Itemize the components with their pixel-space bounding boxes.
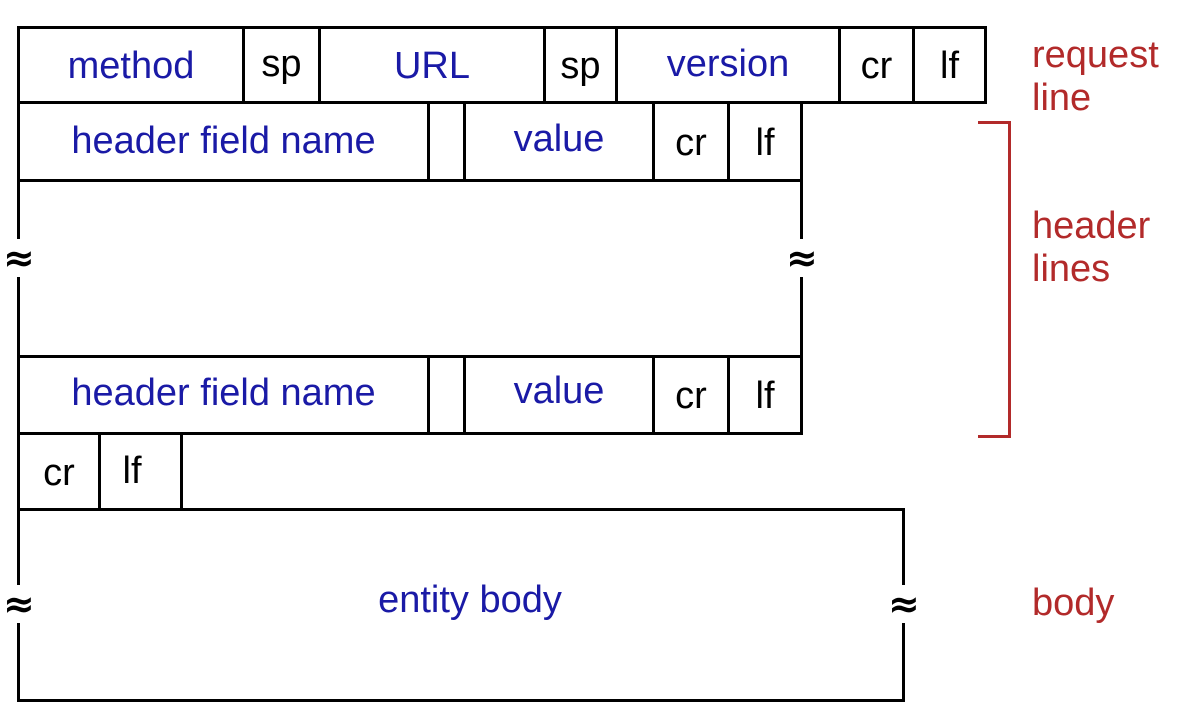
header-value: value xyxy=(513,370,605,412)
divider xyxy=(727,101,730,182)
header-field-name: header field name xyxy=(71,372,376,414)
url-field: URL xyxy=(393,45,471,87)
header-field-name: header field name xyxy=(71,119,376,162)
header-line-row xyxy=(17,355,803,435)
sp-field: sp xyxy=(560,45,601,87)
lf-field: lf xyxy=(755,121,775,164)
cr-field: cr xyxy=(675,121,707,164)
header-lines-label: header lines xyxy=(1032,205,1151,290)
lf-field: lf xyxy=(755,375,775,417)
elision-mark: ≈ xyxy=(3,582,35,626)
divider xyxy=(543,26,546,104)
divider xyxy=(838,26,841,104)
divider xyxy=(318,26,321,104)
header-lines-bracket xyxy=(978,121,1011,438)
cr-field: cr xyxy=(43,451,75,494)
sp-field: sp xyxy=(261,43,302,85)
entity-body-block xyxy=(17,508,905,702)
header-value: value xyxy=(513,117,605,160)
divider xyxy=(463,101,466,182)
divider xyxy=(652,355,655,435)
cr-field: cr xyxy=(860,45,893,87)
header-lines-elided-block xyxy=(17,179,803,358)
divider xyxy=(427,101,430,182)
elision-mark: ≈ xyxy=(786,236,818,280)
divider xyxy=(463,355,466,435)
request-line-label: request line xyxy=(1032,34,1159,119)
lf-field: lf xyxy=(940,45,959,87)
lf-field: lf xyxy=(122,449,142,492)
divider xyxy=(427,355,430,435)
divider xyxy=(652,101,655,182)
method-field: method xyxy=(67,45,195,87)
version-field: version xyxy=(666,43,790,85)
entity-body-label: entity body xyxy=(378,578,562,621)
elision-mark: ≈ xyxy=(3,236,35,280)
elision-mark: ≈ xyxy=(888,582,920,626)
divider xyxy=(727,355,730,435)
divider xyxy=(242,26,245,104)
divider xyxy=(912,26,915,104)
cr-field: cr xyxy=(675,375,707,417)
divider xyxy=(615,26,618,104)
body-label: body xyxy=(1032,582,1115,624)
divider xyxy=(98,432,101,511)
